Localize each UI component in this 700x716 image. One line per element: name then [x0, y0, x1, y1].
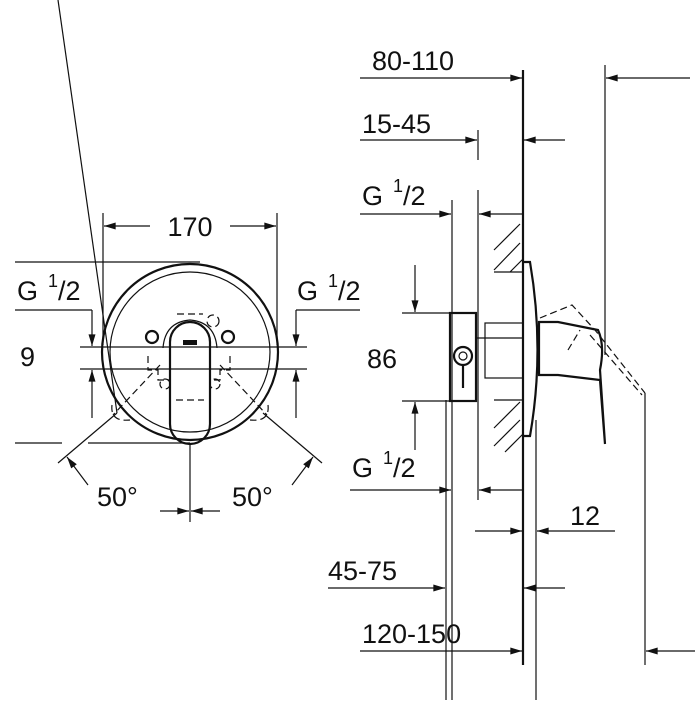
wall-hatch-top: [493, 223, 524, 273]
screw-left: [144, 329, 160, 345]
screw-right: [220, 329, 236, 345]
svg-text:1: 1: [328, 271, 338, 291]
valve-body-hidden: [147, 313, 231, 401]
handle-side: [537, 320, 607, 445]
angle-left-label: 50°: [97, 482, 138, 512]
handle-top: [162, 319, 218, 349]
cover-plate-inner: [109, 271, 271, 433]
svg-text:G: G: [17, 276, 38, 306]
inlet-right-label: G 1 /2: [297, 271, 361, 306]
hidden-port-left: [159, 378, 171, 390]
hidden-port-top: [206, 314, 220, 328]
range-mid-label: 45-75: [328, 556, 397, 586]
svg-text:1: 1: [48, 271, 58, 291]
range-max-label: 120-150: [362, 619, 461, 649]
front-view: 170 G 1 /2 9 G 1 /2: [15, 0, 361, 522]
side-view: 80-110 15-45 G 1 /2 86 G 1 /2 12: [328, 46, 695, 700]
svg-text:/2: /2: [393, 453, 416, 483]
svg-text:/2: /2: [403, 181, 426, 211]
offset-dimension: 9: [20, 342, 35, 372]
install-depth-label: 15-45: [362, 109, 431, 139]
inlet-left-label: G 1 /2: [17, 271, 81, 306]
svg-text:1: 1: [393, 176, 403, 196]
grohe-logo-mark: [183, 340, 197, 345]
svg-text:G: G: [362, 181, 383, 211]
valve-port: [452, 345, 474, 367]
plate-thickness-label: 12: [570, 501, 600, 531]
handle-swing-right: [219, 364, 269, 421]
inlet-top-label: G 1 /2: [362, 176, 426, 211]
depth-total-label: 80-110: [372, 46, 454, 76]
inlet-bottom-label: G 1 /2: [352, 448, 416, 483]
svg-text:/2: /2: [338, 276, 361, 306]
width-dimension: 170: [167, 212, 212, 242]
cover-plate-outer: [100, 262, 280, 442]
cover-plate-side: [523, 260, 539, 438]
valve-stem: [484, 322, 524, 379]
svg-text:G: G: [352, 453, 373, 483]
svg-text:/2: /2: [58, 276, 81, 306]
hidden-port-right: [209, 378, 221, 390]
handle-raised-hidden: [539, 304, 646, 396]
angle-right-label: 50°: [232, 482, 273, 512]
height-label: 86: [367, 344, 397, 374]
svg-text:1: 1: [383, 448, 393, 468]
handle-swing-left: [111, 364, 161, 421]
svg-text:G: G: [297, 276, 318, 306]
wall-hatch-bottom: [493, 399, 524, 453]
valve-body: [448, 311, 478, 403]
